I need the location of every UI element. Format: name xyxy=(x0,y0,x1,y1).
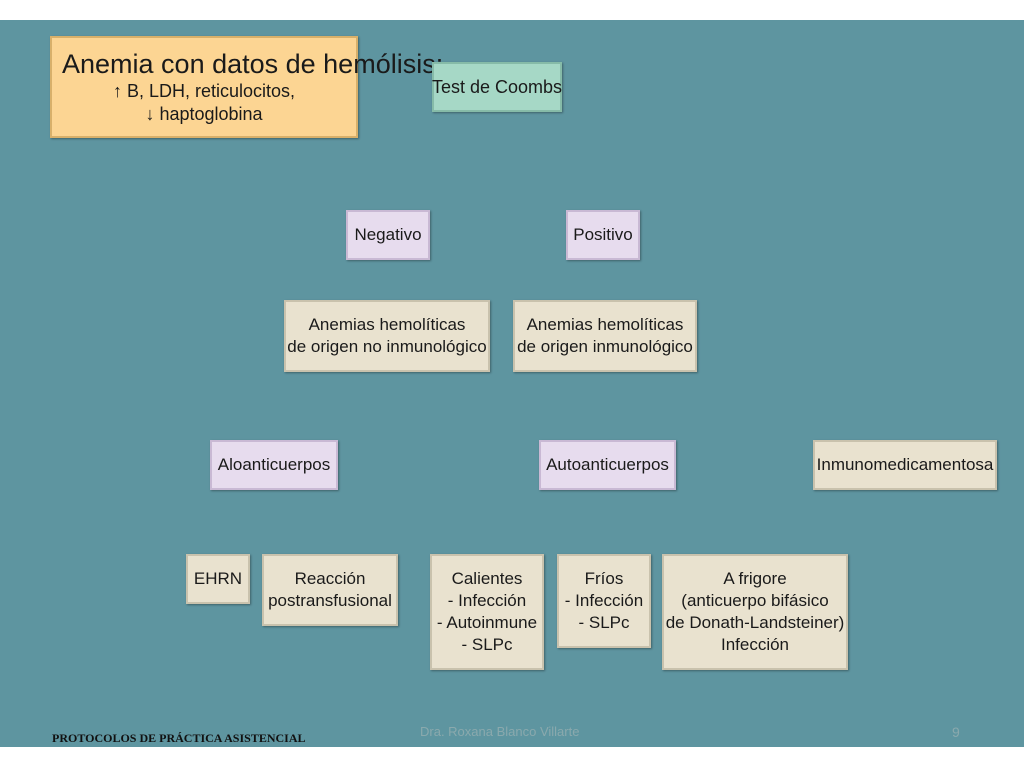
transfusion-line-2: postransfusional xyxy=(268,591,392,610)
positive-box: Positivo xyxy=(566,210,640,260)
author-name: Dra. Roxana Blanco Villarte xyxy=(420,724,580,739)
autoantibodies-label: Autoanticuerpos xyxy=(546,455,669,474)
transfusion-line-1: Reacción xyxy=(294,569,366,588)
alloantibodies-label: Aloanticuerpos xyxy=(217,455,331,474)
non-immune-line-2: de origen no inmunológico xyxy=(287,337,487,356)
hemolysis-anemia-box: Anemia con datos de hemólisis: ↑ B, LDH,… xyxy=(50,36,443,138)
coombs-test-label: Test de Coombs xyxy=(431,76,563,97)
frigore-line-4: Infección xyxy=(720,635,790,654)
cold-line-1: Fríos xyxy=(584,569,624,588)
positive-label: Positivo xyxy=(573,225,633,244)
warm-line-3: - Autoinmune xyxy=(436,613,538,632)
immune-line-2: de origen inmunológico xyxy=(517,337,693,356)
alloantibodies-box: Aloanticuerpos xyxy=(210,440,338,490)
hemolysis-markers-down: ↓ haptoglobina xyxy=(145,104,263,124)
autoantibodies-box: Autoanticuerpos xyxy=(539,440,676,490)
ehrn-label: EHRN xyxy=(193,569,243,588)
ehrn-box: EHRN xyxy=(186,554,250,604)
immune-line-1: Anemias hemolíticas xyxy=(526,315,684,334)
hemolysis-markers-up: ↑ B, LDH, reticulocitos, xyxy=(112,81,296,101)
non-immune-box: Anemias hemolíticas de origen no inmunol… xyxy=(284,300,490,372)
protocol-footer: PROTOCOLOS DE PRÁCTICA ASISTENCIAL xyxy=(52,731,306,745)
warm-antibodies-box: Calientes - Infección - Autoinmune - SLP… xyxy=(430,554,544,670)
page-number: 9 xyxy=(952,724,960,740)
frigore-line-3: de Donath-Landsteiner) xyxy=(665,613,845,632)
coombs-test-box: Test de Coombs xyxy=(432,62,562,112)
hemolysis-title: Anemia con datos de hemólisis: xyxy=(62,49,444,79)
frigore-line-1: A frigore xyxy=(723,569,787,588)
immune-box: Anemias hemolíticas de origen inmunológi… xyxy=(513,300,697,372)
warm-line-4: - SLPc xyxy=(461,635,513,654)
transfusion-reaction-box: Reacción postransfusional xyxy=(262,554,398,626)
warm-line-2: - Infección xyxy=(447,591,527,610)
non-immune-line-1: Anemias hemolíticas xyxy=(308,315,466,334)
a-frigore-box: A frigore (anticuerpo bifásico de Donath… xyxy=(662,554,848,670)
drug-induced-label: Inmunomedicamentosa xyxy=(816,455,994,474)
warm-line-1: Calientes xyxy=(451,569,523,588)
cold-line-2: - Infección xyxy=(564,591,644,610)
cold-antibodies-box: Fríos - Infección - SLPc xyxy=(557,554,651,648)
frigore-line-2: (anticuerpo bifásico xyxy=(681,591,829,610)
negative-box: Negativo xyxy=(346,210,430,260)
cold-line-3: - SLPc xyxy=(578,613,630,632)
negative-label: Negativo xyxy=(354,225,422,244)
drug-induced-box: Inmunomedicamentosa xyxy=(813,440,997,490)
